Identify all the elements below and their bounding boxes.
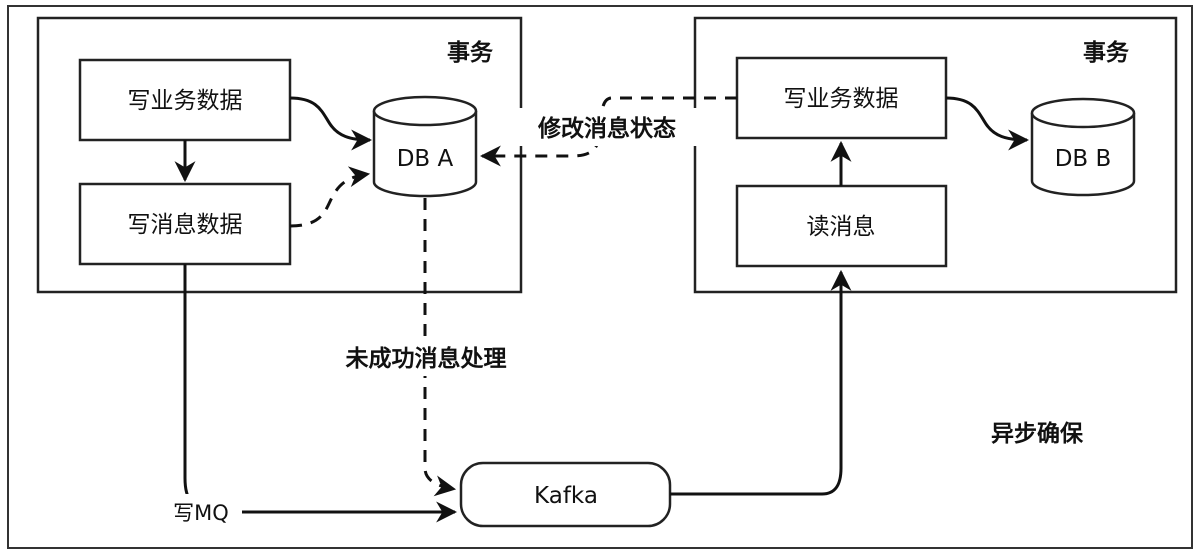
edge-db-a-to-kafka [423,198,457,497]
edge-message-to-db-a [289,166,371,228]
edge-label-bg [320,338,532,376]
edge-business-to-db-b [945,96,1030,151]
edge-business-to-db-a [289,96,373,151]
edge-label-modify-status: 修改消息状态 [537,115,676,142]
db-b-label: DB B [1055,146,1112,172]
kafka-label: Kafka [534,483,598,509]
edge-label-unsent-processing: 未成功消息处理 [346,345,507,372]
diagram-caption: 异步确保 [991,420,1084,447]
db-b-cylinder [1030,97,1136,197]
left-transaction-title: 事务 [447,40,494,66]
left-write-business-label: 写业务数据 [128,88,243,114]
right-transaction-title: 事务 [1083,40,1130,66]
left-write-business-box [78,58,292,142]
edge-modify-status [479,96,737,167]
edge-label-bg [516,108,698,146]
right-read-message-box [735,184,948,268]
edge-write-mq [183,264,458,523]
right-transaction-group [693,16,1178,294]
edge-kafka-to-read [670,269,852,496]
right-read-message-label: 读消息 [807,214,876,240]
right-write-business-label: 写业务数据 [784,86,899,112]
db-a-cylinder [372,95,478,198]
db-a-label: DB A [397,146,454,172]
edge-label-write-mq: 写MQ [173,501,229,525]
left-write-message-label: 写消息数据 [128,212,243,238]
outer-frame [7,5,1193,549]
edge-label-bg [162,494,242,528]
